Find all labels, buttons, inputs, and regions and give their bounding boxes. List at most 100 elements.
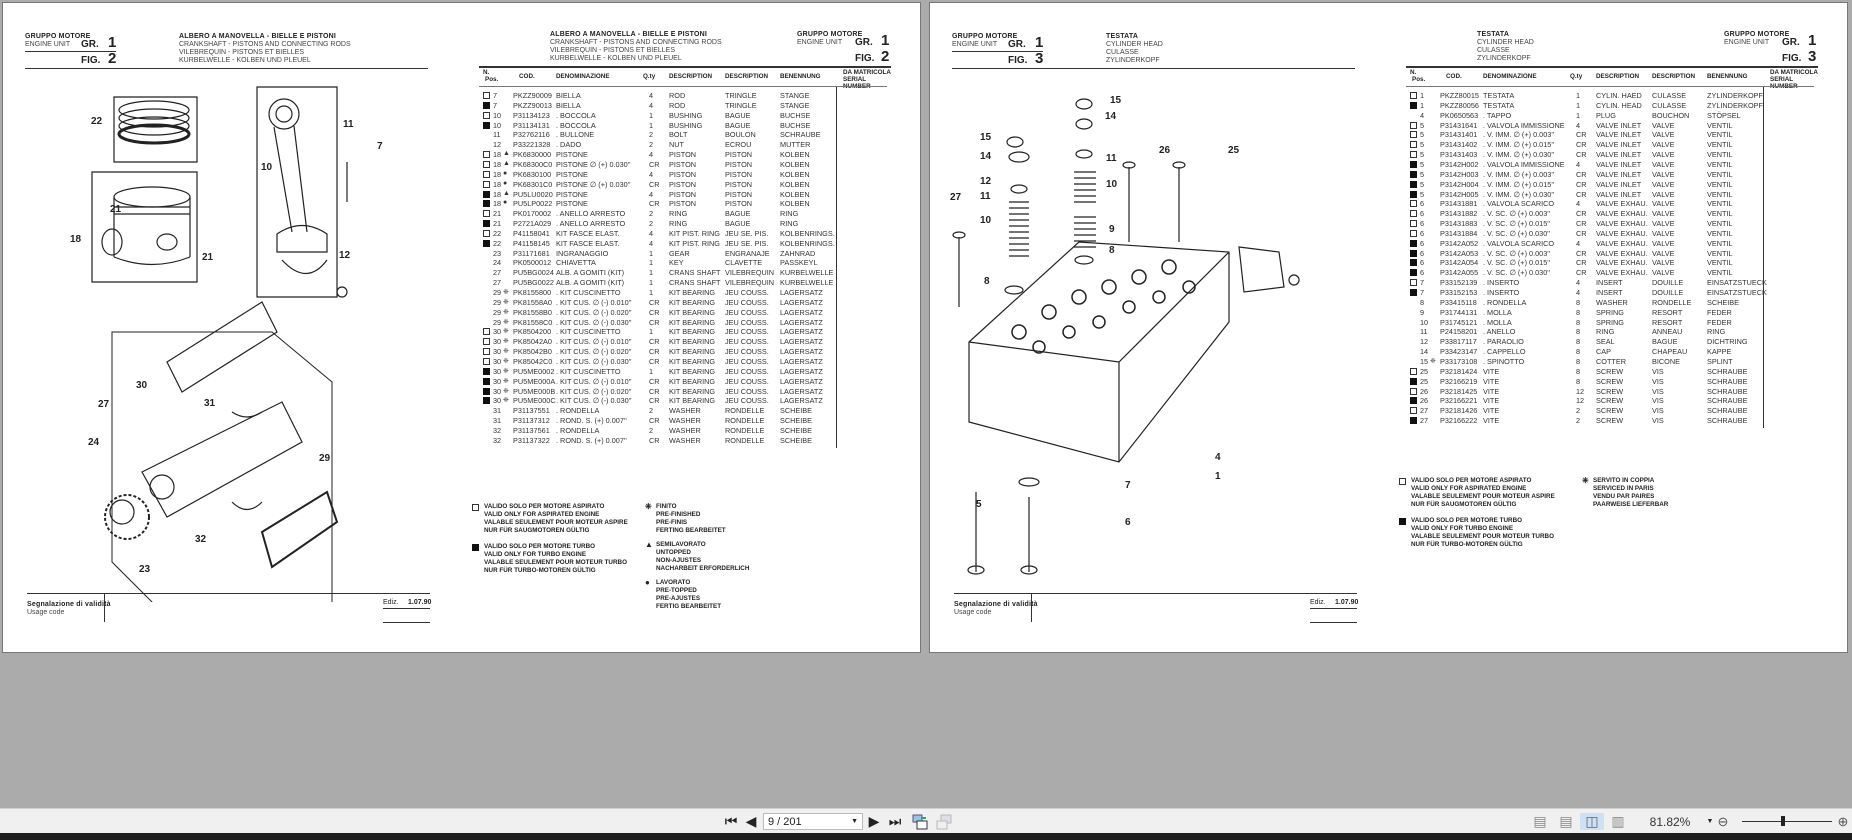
zoom-in-button[interactable]: ⊕ bbox=[1836, 813, 1850, 830]
page-number-field[interactable]: 9 / 201 ▼ bbox=[763, 813, 863, 830]
zoom-dropdown-chevron-icon[interactable]: ▼ bbox=[1706, 818, 1714, 825]
last-page-button[interactable]: ⏭ bbox=[887, 813, 903, 830]
denominazione: . CAPPELLO bbox=[1483, 347, 1526, 357]
previous-view-button[interactable] bbox=[911, 813, 929, 830]
zoom-slider[interactable] bbox=[1742, 813, 1832, 830]
title-line: CRANKSHAFT - PISTONS AND CONNECTING RODS bbox=[550, 39, 722, 46]
finish-symbol: ● bbox=[503, 169, 508, 177]
continuous-view-button[interactable]: ▤ bbox=[1558, 813, 1574, 830]
description-en: RING bbox=[669, 219, 688, 229]
description-en: SEAL bbox=[1596, 337, 1615, 347]
legend-symbol-icon: ❈ bbox=[645, 502, 652, 511]
single-page-view-button[interactable]: ▤ bbox=[1532, 813, 1548, 830]
zoom-out-button[interactable]: ⊖ bbox=[1716, 813, 1730, 830]
first-page-button[interactable]: ⏮ bbox=[723, 813, 739, 830]
chevron-down-icon[interactable]: ▼ bbox=[851, 818, 858, 825]
two-page-view-button[interactable]: ◫ bbox=[1580, 813, 1604, 830]
two-page-continuous-view-button[interactable]: ▥ bbox=[1610, 813, 1626, 830]
description-en: KIT BEARING bbox=[669, 317, 716, 327]
description-en: WASHER bbox=[1596, 297, 1628, 307]
description-fr: BAGUE bbox=[725, 110, 751, 120]
description-de: VENTIL bbox=[1707, 258, 1733, 268]
group-sublabel: ENGINE UNIT bbox=[25, 41, 71, 48]
footer-rule bbox=[954, 593, 1357, 594]
next-view-button[interactable] bbox=[935, 813, 953, 830]
zoom-slider-thumb[interactable] bbox=[1780, 816, 1785, 826]
next-page-button[interactable]: ▶ bbox=[868, 813, 880, 830]
previous-page-button[interactable]: ◀ bbox=[745, 813, 757, 830]
zoom-value[interactable]: 81.82% bbox=[1649, 814, 1691, 829]
